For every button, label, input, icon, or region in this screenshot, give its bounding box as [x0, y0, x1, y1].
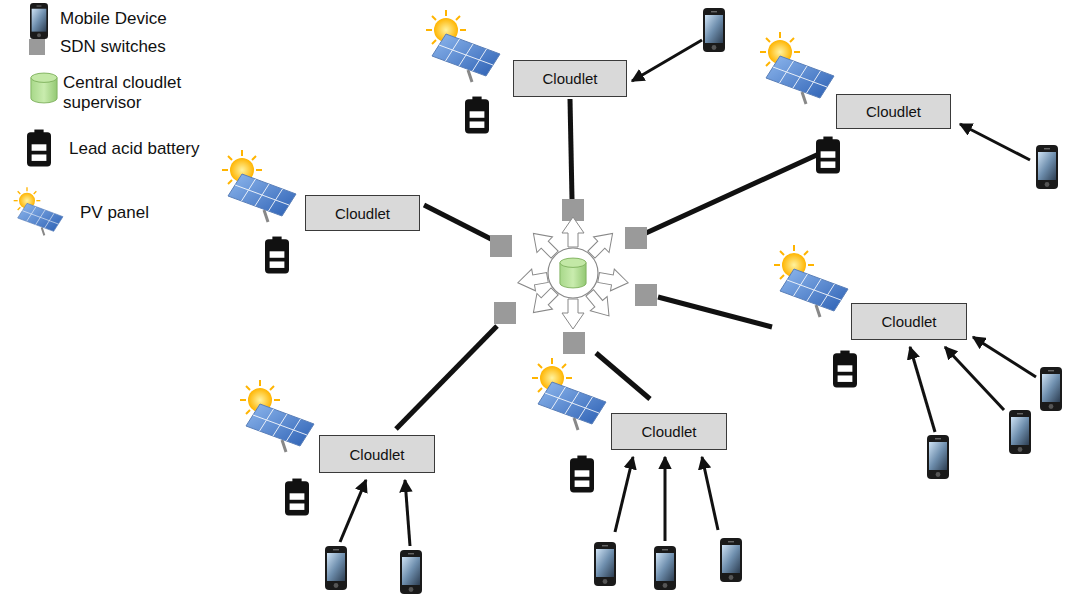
legend-phone-icon	[30, 3, 48, 39]
battery	[570, 456, 594, 493]
mobile-device	[400, 550, 422, 594]
legend-swatch	[29, 39, 45, 55]
legend-label: Central cloudlet supervisor	[63, 73, 203, 113]
legend-battery-icon	[27, 130, 51, 167]
legend-label: SDN switches	[60, 37, 220, 57]
mobile-device	[325, 546, 347, 590]
cloudlet-box: Cloudlet	[836, 94, 951, 129]
cloudlet-box: Cloudlet	[305, 195, 420, 231]
cloudlet-box: Cloudlet	[851, 303, 967, 340]
network-links	[396, 99, 832, 429]
cloudlet-label: Cloudlet	[881, 313, 936, 330]
mobile-device	[927, 435, 949, 479]
mobile-device	[703, 8, 725, 52]
battery	[285, 479, 309, 516]
cloudlet-box: Cloudlet	[319, 435, 435, 473]
cloudlet-label: Cloudlet	[641, 423, 696, 440]
mobile-device	[1009, 410, 1031, 454]
cloudlet-box: Cloudlet	[611, 413, 727, 450]
mobile-device	[720, 538, 742, 582]
cloudlet-label: Cloudlet	[335, 205, 390, 222]
mobile-device	[594, 542, 616, 586]
cloudlet-box: Cloudlet	[513, 60, 627, 97]
mobile-device	[1036, 145, 1058, 189]
legend-label: Lead acid battery	[69, 139, 239, 159]
cloudlet-label: Cloudlet	[866, 103, 921, 120]
battery	[465, 97, 489, 134]
cloudlet-label: Cloudlet	[542, 70, 597, 87]
offload-arrows	[340, 40, 1036, 546]
pv-panel	[222, 150, 296, 222]
pv-panel	[760, 32, 834, 104]
central-supervisor	[516, 217, 630, 329]
sdn-switches	[490, 199, 657, 354]
cloudlet-label: Cloudlet	[349, 446, 404, 463]
battery	[833, 351, 857, 388]
pv-panel	[532, 358, 606, 430]
pv-panel	[774, 245, 848, 317]
legend-label: Mobile Device	[60, 9, 220, 29]
legend-label: PV panel	[80, 203, 200, 223]
battery	[816, 137, 840, 174]
mobile-device	[1040, 367, 1062, 411]
pv-panel	[240, 380, 314, 452]
legend-supervisor-icon	[31, 73, 57, 103]
mobile-device	[654, 546, 676, 590]
legend-pv-icon	[14, 187, 63, 235]
battery	[265, 237, 289, 274]
pv-panel	[426, 10, 500, 82]
